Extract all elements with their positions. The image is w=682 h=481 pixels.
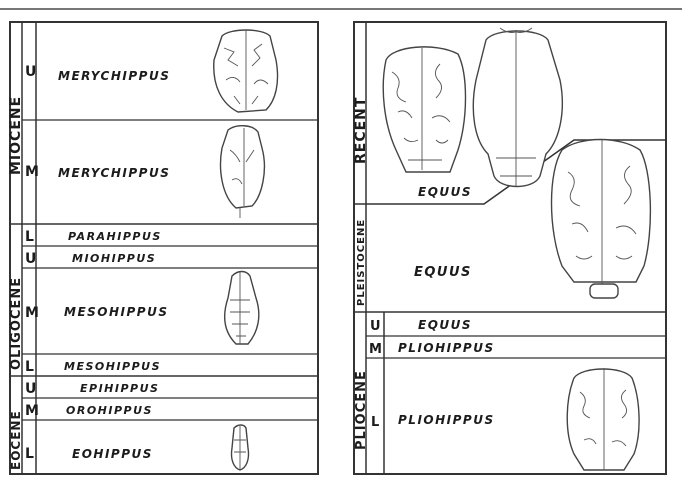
subperiod-letter: U <box>370 319 381 334</box>
brain-drawing-equus-pleistocene <box>552 140 651 299</box>
genus-label: MIOHIPPUS <box>72 252 156 265</box>
brain-drawing-eohippus <box>231 425 248 470</box>
brain-drawing-mesohippus <box>225 272 259 345</box>
genus-label: PARAHIPPUS <box>68 230 162 243</box>
genus-label: MESOHIPPUS <box>64 360 161 373</box>
epoch-label-pleistocene: PLEISTOCENE <box>356 219 367 306</box>
subperiod-letter: L <box>25 229 34 245</box>
brain-drawing-equus-recent-left <box>383 47 465 172</box>
genus-label: EPIHIPPUS <box>80 382 159 395</box>
subperiod-letter: L <box>25 446 34 462</box>
subperiod-letter: M <box>25 164 39 180</box>
epoch-label-pliocene: PLIOCENE <box>354 370 369 450</box>
genus-label: PLIOHIPPUS <box>398 341 495 355</box>
genus-label: MESOHIPPUS <box>64 305 168 319</box>
epoch-label-recent: RECENT <box>353 97 369 164</box>
subperiod-letter: U <box>25 251 36 267</box>
epoch-label-oligocene: OLIGOCENE <box>9 277 24 370</box>
genus-label: OROHIPPUS <box>66 404 153 417</box>
subperiod-letter: M <box>369 342 382 357</box>
brain-drawing-pliohippus <box>567 368 639 470</box>
genus-label: EQUUS <box>418 185 472 199</box>
genus-label: EQUUS <box>414 265 472 280</box>
right-panel: RECENT PLEISTOCENE PLIOCENE U M L EQUUS … <box>353 22 666 474</box>
epoch-label-eocene: EOCENE <box>9 410 23 470</box>
subperiod-letter: M <box>25 403 39 419</box>
genus-label: EOHIPPUS <box>72 447 153 461</box>
genus-label: EQUUS <box>418 318 472 332</box>
subperiod-letter: U <box>25 64 36 80</box>
subperiod-letter: U <box>25 381 36 397</box>
subperiod-letter: L <box>25 359 34 375</box>
brain-drawing-merychippus-upper <box>214 30 278 112</box>
left-panel: MIOCENE OLIGOCENE EOCENE U M L U M L U M… <box>8 22 318 474</box>
genus-label: MERYCHIPPUS <box>58 166 170 180</box>
brain-drawing-merychippus-middle <box>221 126 265 218</box>
subperiod-letter: M <box>25 305 39 321</box>
genus-label: PLIOHIPPUS <box>398 413 495 427</box>
epoch-label-miocene: MIOCENE <box>8 96 24 175</box>
genus-label: MERYCHIPPUS <box>58 69 170 83</box>
brain-drawing-equus-recent-right <box>473 28 562 187</box>
subperiod-letter: L <box>371 415 379 430</box>
